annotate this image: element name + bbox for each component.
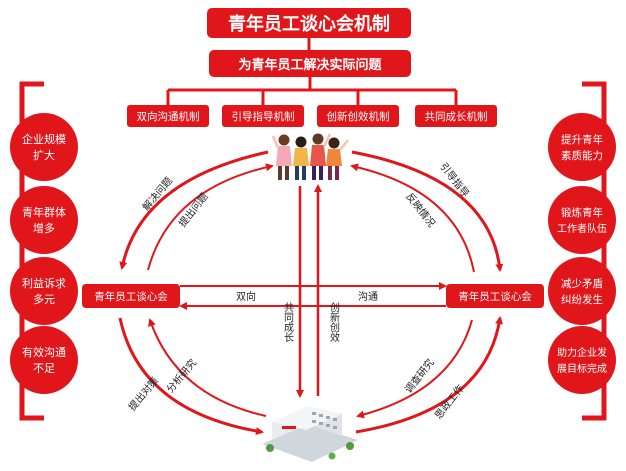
left-sidebar-line: 青年群体 xyxy=(22,205,66,219)
vertical-arrows xyxy=(296,184,322,398)
left-sidebar-line: 有效沟通 xyxy=(22,345,66,359)
arc-people-to-right-outer xyxy=(351,150,504,272)
left-sidebar-line: 利益诉求 xyxy=(22,276,66,290)
mechanism-tree-lines xyxy=(166,77,458,105)
left-sidebar-circle xyxy=(10,326,78,394)
arc-building-to-left-inner xyxy=(148,318,267,417)
left-sidebar: 企业规模 扩大 青年群体 增多 利益诉求 多元 有效沟通 不足 xyxy=(10,113,78,394)
arc-left-to-building-outer xyxy=(118,317,264,435)
subtitle-text: 为青年员工解决实际问题 xyxy=(238,57,382,73)
left-sidebar-line: 多元 xyxy=(33,292,55,306)
mechanism-box-innovation xyxy=(317,105,399,127)
label-propose: 提出对策 xyxy=(125,374,161,413)
mechanism-box-two-way xyxy=(127,105,209,127)
label-analyze: 分析研究 xyxy=(163,356,199,395)
label-grow-together: 共同成长 xyxy=(282,302,294,342)
label-two-way: 双向 xyxy=(236,290,256,303)
left-sidebar-circle xyxy=(10,186,78,254)
youth-group-illustration-icon xyxy=(271,133,349,180)
arc-right-to-building-inner xyxy=(356,319,473,419)
cycle-arrows xyxy=(118,150,504,435)
left-sidebar-circle xyxy=(10,257,78,325)
arc-left-to-people-inner xyxy=(147,163,274,271)
company-building-illustration-icon xyxy=(262,406,358,462)
right-sidebar-circle xyxy=(548,113,616,181)
label-feedback: 反映情况 xyxy=(403,190,438,230)
horizontal-arrows xyxy=(179,282,447,310)
left-bracket xyxy=(19,81,44,421)
title-text: 青年员工谈心会机制 xyxy=(228,13,390,35)
node-box-right xyxy=(446,284,544,308)
arc-right-to-people-inner xyxy=(350,163,475,273)
left-sidebar-line: 扩大 xyxy=(33,148,55,162)
label-innovate: 创新创效 xyxy=(328,301,340,343)
right-sidebar-line: 锻炼青年 xyxy=(561,206,603,219)
left-sidebar-circle xyxy=(10,113,78,181)
mechanism-box-growth xyxy=(415,105,497,127)
node-left-label: 青年员工谈心会 xyxy=(94,290,168,303)
right-sidebar: 提升青年 素质能力 锻炼青年 工作者队伍 减少矛盾 纠纷发生 助力企业发 展目标… xyxy=(548,113,616,394)
label-communication: 沟通 xyxy=(358,290,378,303)
right-sidebar-circle xyxy=(548,186,616,254)
node-right-label: 青年员工谈心会 xyxy=(458,290,532,303)
right-sidebar-line: 素质能力 xyxy=(561,149,603,162)
node-box-left xyxy=(82,284,180,308)
right-sidebar-line: 纠纷发生 xyxy=(561,293,603,306)
right-bracket xyxy=(582,81,607,421)
arc-people-to-left-outer xyxy=(119,150,269,270)
mechanism-label: 引导指导机制 xyxy=(232,110,295,123)
right-sidebar-line: 展目标完成 xyxy=(557,362,607,375)
right-sidebar-line: 减少矛盾 xyxy=(561,278,603,290)
right-sidebar-line: 提升青年 xyxy=(561,133,603,146)
mechanism-box-guidance xyxy=(222,105,304,127)
right-sidebar-line: 工作者队伍 xyxy=(557,222,607,235)
mechanism-label: 共同成长机制 xyxy=(425,110,488,123)
mechanism-label: 创新创效机制 xyxy=(327,110,390,123)
title-box xyxy=(207,8,411,38)
right-sidebar-line: 助力企业发 xyxy=(557,346,607,359)
right-sidebar-circle xyxy=(548,326,616,394)
left-sidebar-line: 增多 xyxy=(33,221,55,235)
right-sidebar-circle xyxy=(548,257,616,325)
mechanism-label: 双向沟通机制 xyxy=(137,110,200,123)
left-sidebar-line: 企业规模 xyxy=(22,132,66,146)
left-sidebar-line: 不足 xyxy=(33,362,55,375)
mechanism-row: 双向沟通机制 引导指导机制 创新创效机制 共同成长机制 xyxy=(127,105,497,127)
label-thought-work: 思政工作 xyxy=(432,382,467,422)
subtitle-box xyxy=(209,50,411,77)
arc-building-to-right-outer xyxy=(355,316,504,434)
